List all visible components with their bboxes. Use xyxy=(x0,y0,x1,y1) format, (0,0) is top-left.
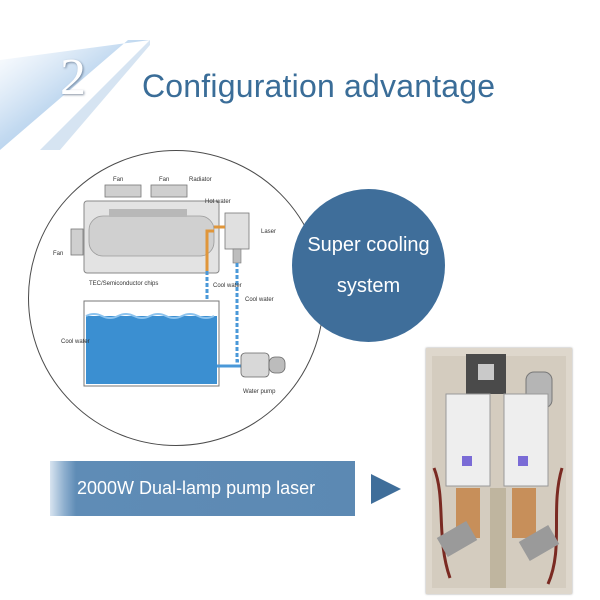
water-pump-motor xyxy=(268,356,286,374)
arrow-right-icon xyxy=(371,474,401,504)
water-pump xyxy=(240,352,270,378)
hot-water-pipe xyxy=(205,225,225,271)
label-fan-top-right: Fan xyxy=(159,177,169,183)
laser-nozzle xyxy=(232,248,242,264)
laser-banner: 2000W Dual-lamp pump laser xyxy=(50,461,355,516)
label-water-pump: Water pump xyxy=(243,389,276,395)
label-cool-water-2: Cool water xyxy=(245,297,274,303)
label-laser: Laser xyxy=(261,229,276,235)
laser-assembly-photo xyxy=(426,348,572,594)
label-fan-top-left: Fan xyxy=(113,177,123,183)
water-surface xyxy=(85,313,215,319)
fan-top-right xyxy=(150,184,188,198)
label-cool-water-1: Cool water xyxy=(213,283,242,289)
label-hot-water: Hot water xyxy=(205,199,231,205)
label-fan-side: Fan xyxy=(53,251,63,257)
banner-label: 2000W Dual-lamp pump laser xyxy=(77,478,316,498)
cooling-diagram: Fan Fan Radiator Hot water Laser Fan TEC… xyxy=(28,150,324,446)
cooling-badge: Super cooling system xyxy=(292,189,445,342)
radiator-fins xyxy=(109,209,187,217)
laser-assembly-illustration xyxy=(426,348,572,594)
section-number: 2 xyxy=(60,49,86,106)
tec-housing xyxy=(88,215,215,257)
badge-title-line1: Super cooling xyxy=(307,234,430,256)
cool-water-pipe-right xyxy=(235,263,251,363)
fan-side xyxy=(70,228,84,256)
cooling-diagram-svg: Fan Fan Radiator Hot water Laser Fan TEC… xyxy=(53,177,286,395)
fan-top-left xyxy=(104,184,142,198)
badge-title-line2: system xyxy=(336,275,401,297)
water-fill xyxy=(86,316,217,384)
label-tec-chips: TEC/Semiconductor chips xyxy=(89,281,158,287)
page-title: Configuration advantage xyxy=(142,68,496,104)
laser-unit xyxy=(224,212,250,250)
label-cool-water-tank: Cool water xyxy=(61,339,90,345)
label-radiator: Radiator xyxy=(189,177,212,183)
